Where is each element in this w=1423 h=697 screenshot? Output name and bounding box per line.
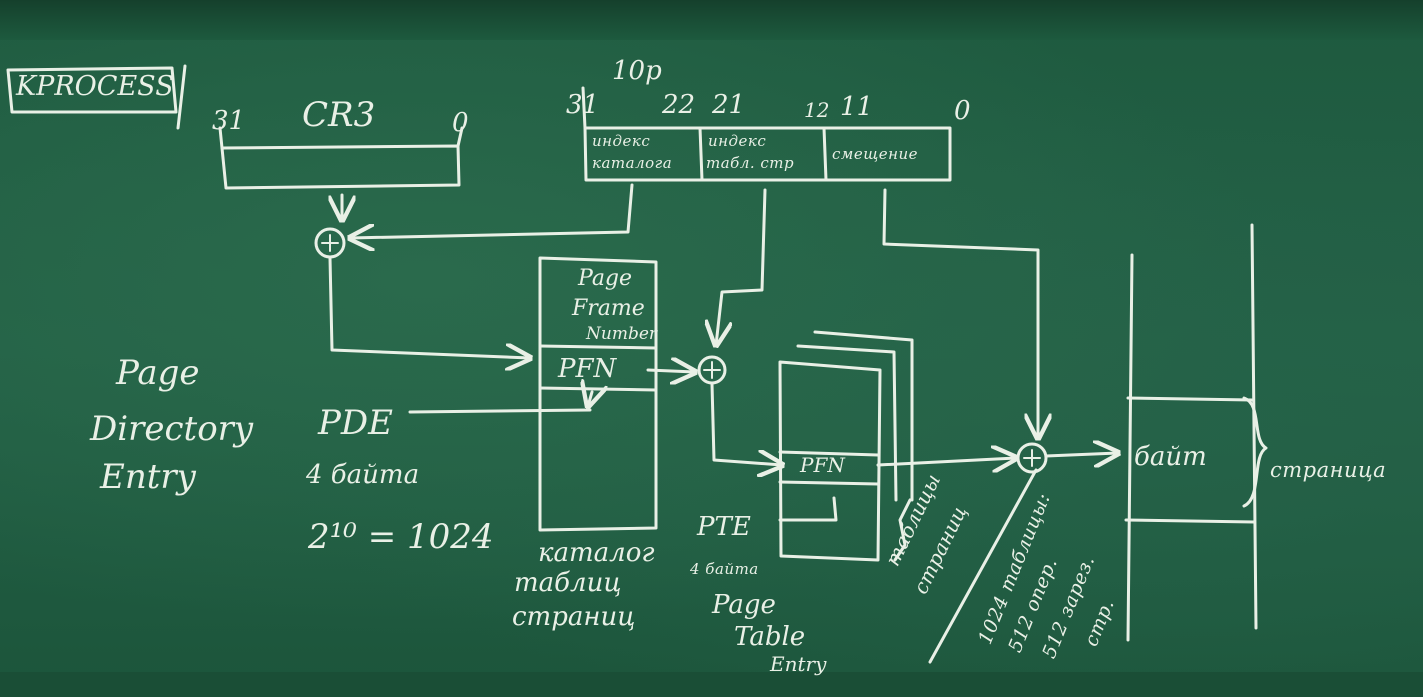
- pte-size: 4 байта: [690, 560, 759, 578]
- pde-title-1: Page: [116, 353, 200, 393]
- address-bit-31: 31: [566, 90, 600, 120]
- kprocess-label: KPROCESS: [16, 71, 174, 102]
- page-table: [778, 360, 882, 562]
- memory-left: [1126, 253, 1134, 642]
- page-label: страница: [1270, 458, 1387, 482]
- address-bit-12: 12: [804, 98, 830, 122]
- adder-3: [1016, 442, 1048, 474]
- pde-label: PDE: [318, 403, 393, 443]
- cr3-label: CR3: [302, 95, 376, 135]
- directory-caption-2: таблиц: [514, 568, 622, 598]
- directory-pfn: PFN: [558, 354, 617, 384]
- pde-count: 2¹⁰ = 1024: [308, 517, 494, 557]
- page-directory: [538, 256, 658, 532]
- address-bit-11: 11: [840, 92, 874, 122]
- field-directory-index-2: каталога: [592, 154, 673, 172]
- address-title: 10p: [612, 56, 662, 86]
- address-bit-22: 22: [662, 90, 696, 120]
- field-offset: смещение: [832, 145, 919, 163]
- pte-title-2: Table: [734, 622, 806, 652]
- pte-title-3: Entry: [770, 652, 827, 676]
- address-bit-21: 21: [712, 90, 746, 120]
- address-register: [583, 126, 952, 182]
- directory-caption-3: страниц: [512, 602, 636, 632]
- pde-title-3: Entry: [100, 457, 196, 497]
- board-bottom-edge: [0, 672, 1423, 697]
- cr3-register: [220, 144, 461, 190]
- field-table-index-2: табл. стр: [706, 154, 795, 172]
- memory-right: [1250, 223, 1258, 630]
- board-top-edge: [0, 0, 1423, 40]
- pfn-caption-3: Number: [586, 324, 658, 344]
- pde-title-2: Directory: [90, 409, 254, 449]
- pte-label: PTE: [697, 512, 751, 542]
- page-table-pfn: PFN: [800, 453, 845, 477]
- pde-size: 4 байта: [306, 460, 420, 490]
- pfn-caption-1: Page: [578, 266, 633, 291]
- field-directory-index-1: индекс: [592, 132, 651, 150]
- cr3-bit-lo: 0: [452, 108, 469, 138]
- page-brace: [1242, 396, 1268, 508]
- pfn-caption-2: Frame: [572, 296, 645, 321]
- directory-caption-1: каталог: [538, 538, 655, 568]
- cr3-bit-hi: 31: [212, 106, 246, 136]
- byte-label: байт: [1134, 442, 1207, 472]
- field-table-index-1: индекс: [708, 132, 767, 150]
- address-bit-0: 0: [954, 96, 971, 126]
- pte-title-1: Page: [712, 590, 776, 620]
- kprocess-box: [6, 66, 178, 114]
